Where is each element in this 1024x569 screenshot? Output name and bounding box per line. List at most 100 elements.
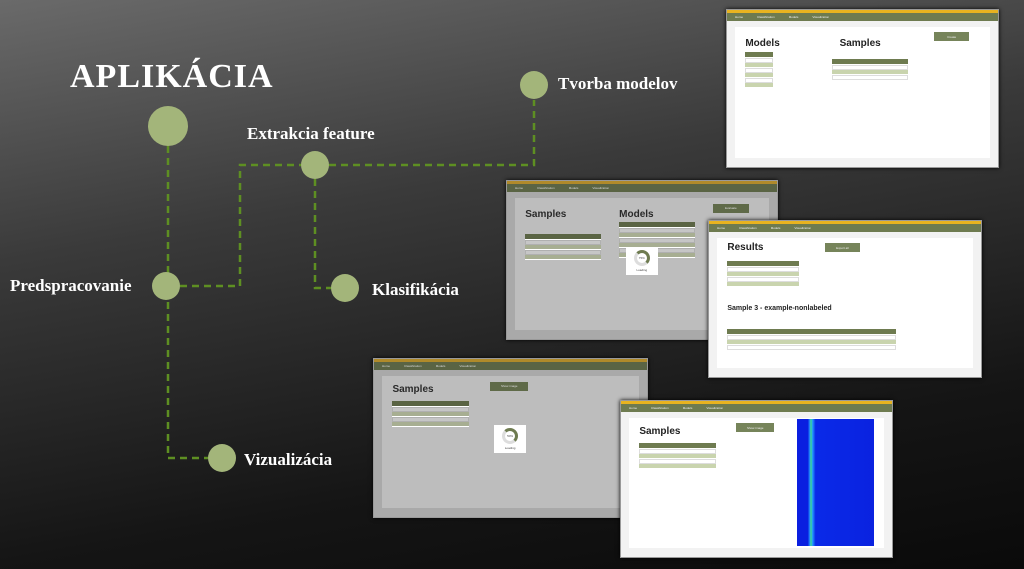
app-navbar: Home Classification Models Visualization	[621, 404, 892, 412]
table-row[interactable]	[392, 422, 470, 428]
table-row[interactable]	[525, 249, 602, 255]
nav-item-home[interactable]: Home	[735, 15, 744, 19]
nav-item-classification[interactable]: Classification	[651, 406, 669, 410]
title-bar	[709, 221, 981, 224]
table-row[interactable]	[392, 417, 470, 423]
table-row[interactable]	[392, 412, 470, 418]
table-row[interactable]	[639, 463, 716, 469]
page-heading: Models	[745, 37, 780, 49]
table-row[interactable]	[745, 83, 774, 89]
table-row[interactable]	[727, 282, 799, 288]
table-row[interactable]	[525, 244, 602, 250]
nav-item-visualization[interactable]: Visualization	[459, 364, 477, 368]
action-button[interactable]: Show image	[489, 381, 529, 391]
connector-root-preprocessing	[166, 146, 208, 460]
table-row[interactable]	[619, 237, 696, 243]
spectrogram-image	[797, 419, 874, 547]
table-row[interactable]	[745, 78, 774, 84]
nav-item-visualization[interactable]: Visualization	[812, 15, 830, 19]
table-row[interactable]	[727, 339, 897, 345]
table-header	[525, 233, 602, 240]
nav-item-home[interactable]: Home	[629, 406, 638, 410]
table-row[interactable]	[745, 63, 774, 69]
node-model-creation	[520, 71, 548, 99]
label-feature-extraction: Extrakcia feature	[247, 124, 375, 143]
table-header	[392, 401, 470, 408]
nav-item-home[interactable]: Home	[515, 186, 524, 190]
action-button[interactable]: Show image	[736, 423, 775, 433]
nav-item-visualization[interactable]: Visualization	[706, 406, 724, 410]
nav-item-models[interactable]: Models	[788, 15, 799, 19]
table-row[interactable]	[639, 448, 716, 454]
page-heading: Samples	[639, 425, 681, 437]
label-classification: Klasifikácia	[372, 280, 459, 299]
table-row[interactable]	[639, 458, 716, 464]
nav-item-models[interactable]: Models	[770, 226, 781, 230]
table-row[interactable]	[525, 254, 602, 260]
label-preprocessing: Predspracovanie	[10, 276, 132, 295]
title-bar	[621, 401, 892, 404]
table-row[interactable]	[727, 334, 897, 340]
app-navbar: Home Classification Models Visualization	[709, 224, 981, 232]
progress-spinner: 50%	[502, 428, 519, 445]
node-root	[148, 106, 188, 146]
label-model-creation: Tvorba modelov	[558, 74, 678, 93]
table-row[interactable]	[727, 272, 799, 278]
app-navbar: Home Classification Models Visualization	[507, 184, 777, 192]
table-row[interactable]	[745, 68, 774, 74]
nav-item-classification[interactable]: Classification	[404, 364, 422, 368]
loading-dialog: 75%Loading	[625, 247, 658, 276]
page-heading: Samples	[839, 37, 881, 49]
action-button[interactable]: Export all	[824, 243, 861, 253]
table-row[interactable]	[727, 277, 799, 283]
label-visualization: Vizualizácia	[244, 450, 333, 469]
table-row[interactable]	[727, 344, 897, 350]
table-row[interactable]	[392, 407, 470, 413]
data-table	[745, 52, 774, 89]
table-row[interactable]	[831, 74, 909, 80]
data-table	[639, 442, 716, 469]
nav-item-classification[interactable]: Classification	[757, 15, 775, 19]
page-content: Models Samples Create	[735, 27, 990, 158]
table-row[interactable]	[831, 69, 909, 75]
page-heading: Samples	[525, 208, 567, 220]
data-table	[831, 58, 909, 80]
nav-item-classification[interactable]: Classification	[537, 186, 555, 190]
nav-item-visualization[interactable]: Visualization	[794, 226, 812, 230]
nav-item-models[interactable]: Models	[568, 186, 579, 190]
table-row[interactable]	[745, 73, 774, 79]
action-button[interactable]: Create	[933, 32, 970, 42]
table-row[interactable]	[619, 232, 696, 238]
app-navbar: Home Classification Models Visualization	[727, 13, 998, 21]
table-header	[831, 58, 909, 65]
action-button[interactable]: Evaluate	[713, 203, 749, 213]
table-row[interactable]	[619, 227, 696, 233]
table-header	[639, 442, 716, 449]
nav-item-models[interactable]: Models	[682, 406, 693, 410]
nav-item-home[interactable]: Home	[382, 364, 391, 368]
progress-spinner: 75%	[633, 250, 650, 267]
nav-item-home[interactable]: Home	[717, 226, 726, 230]
table-row[interactable]	[831, 64, 909, 70]
table-row[interactable]	[745, 58, 774, 64]
node-feature-extraction	[301, 151, 329, 179]
title-bar	[727, 10, 998, 13]
table-row[interactable]	[727, 267, 799, 273]
table-row[interactable]	[639, 453, 716, 459]
node-classification	[331, 274, 359, 302]
connector-extraction-classification	[313, 179, 331, 290]
node-visualization	[208, 444, 236, 472]
page-content: Samples Show image	[629, 418, 884, 548]
page-heading: Sample 3 - example-nonlabeled	[727, 305, 832, 313]
nav-item-classification[interactable]: Classification	[739, 226, 757, 230]
table-header	[619, 221, 696, 228]
table-header	[727, 328, 897, 335]
connector-preprocessing-extraction	[180, 163, 301, 288]
table-row[interactable]	[525, 239, 602, 245]
nav-item-models[interactable]: Models	[435, 364, 446, 368]
nav-item-visualization[interactable]: Visualization	[592, 186, 610, 190]
